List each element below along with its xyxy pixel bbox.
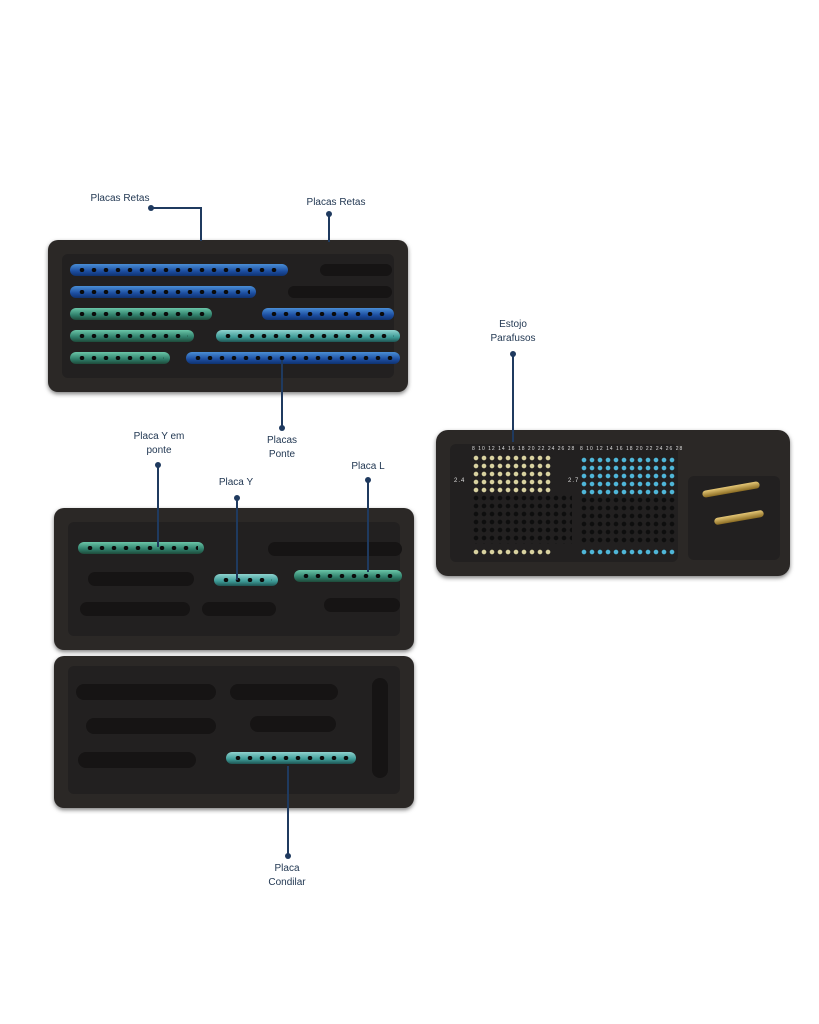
empty-slot-2 [288,286,392,298]
empty-slot [80,602,190,616]
callout-line [157,465,159,547]
screw-grid-blue [580,456,676,496]
callout-line [367,480,369,572]
empty-slot [88,572,194,586]
lower-base-tray [54,656,414,808]
screw-length-header-right: 8 10 12 14 16 18 20 22 24 26 28 [580,446,684,452]
condylar-plate [226,752,356,764]
empty-slot [76,684,216,700]
straight-plates-tray [48,240,408,392]
empty-slot [250,716,336,732]
screw-length-header-left: 8 10 12 14 16 18 20 22 24 26 28 [472,446,576,452]
empty-slot-1 [320,264,392,276]
label-placa-condilar: Placa Condilar [268,863,306,888]
screw-row-blue-bottom [580,548,676,556]
callout-line [328,214,330,242]
plate-green-1 [70,308,212,320]
screw-case-tray: 8 10 12 14 16 18 20 22 24 26 28 8 10 12 … [436,430,790,576]
empty-slot [86,718,216,734]
label-placas-ponte: Placas Ponte [266,435,297,460]
empty-slot [78,752,196,768]
screw-grid-gold [472,454,552,494]
plate-blue-1 [70,264,288,276]
plate-blue-2 [70,286,256,298]
label-placa-y: Placa Y [218,477,254,488]
screw-grid-empty-right [580,496,676,544]
empty-slot [202,602,276,616]
callout-line [151,207,202,209]
plate-green-3 [70,352,170,364]
empty-slot [268,542,402,556]
label-placa-l: Placa L [351,461,385,472]
upper-lid-tray [54,508,414,650]
label-placa-y-em-ponte: Placa Y em ponte [133,431,185,456]
y-plate [214,574,278,586]
callout-dot [279,425,285,431]
callout-dot [285,853,291,859]
screw-size-a: 2.4 [454,478,466,484]
callout-line [512,354,514,442]
bridge-plate-blue [186,352,400,364]
screw-row-gold-bottom [472,548,552,556]
label-placas-retas-right: Placas Retas [306,197,366,208]
callout-line [287,766,289,856]
y-bridge-plate [78,542,204,554]
label-estojo-parafusos: Estojo Parafusos [490,319,536,344]
empty-slot [324,598,400,612]
plate-blue-3 [262,308,394,320]
screw-size-b: 2.7 [568,478,580,484]
callout-line [281,360,283,428]
empty-slot-vertical [372,678,388,778]
plate-green-2 [70,330,194,342]
bridge-plate-teal [216,330,400,342]
callout-line [200,207,202,241]
callout-line [236,498,238,580]
screw-grid-empty-left [472,494,572,544]
l-plate [294,570,402,582]
empty-slot [230,684,338,700]
label-placas-retas-left: Placas Retas [90,193,150,204]
